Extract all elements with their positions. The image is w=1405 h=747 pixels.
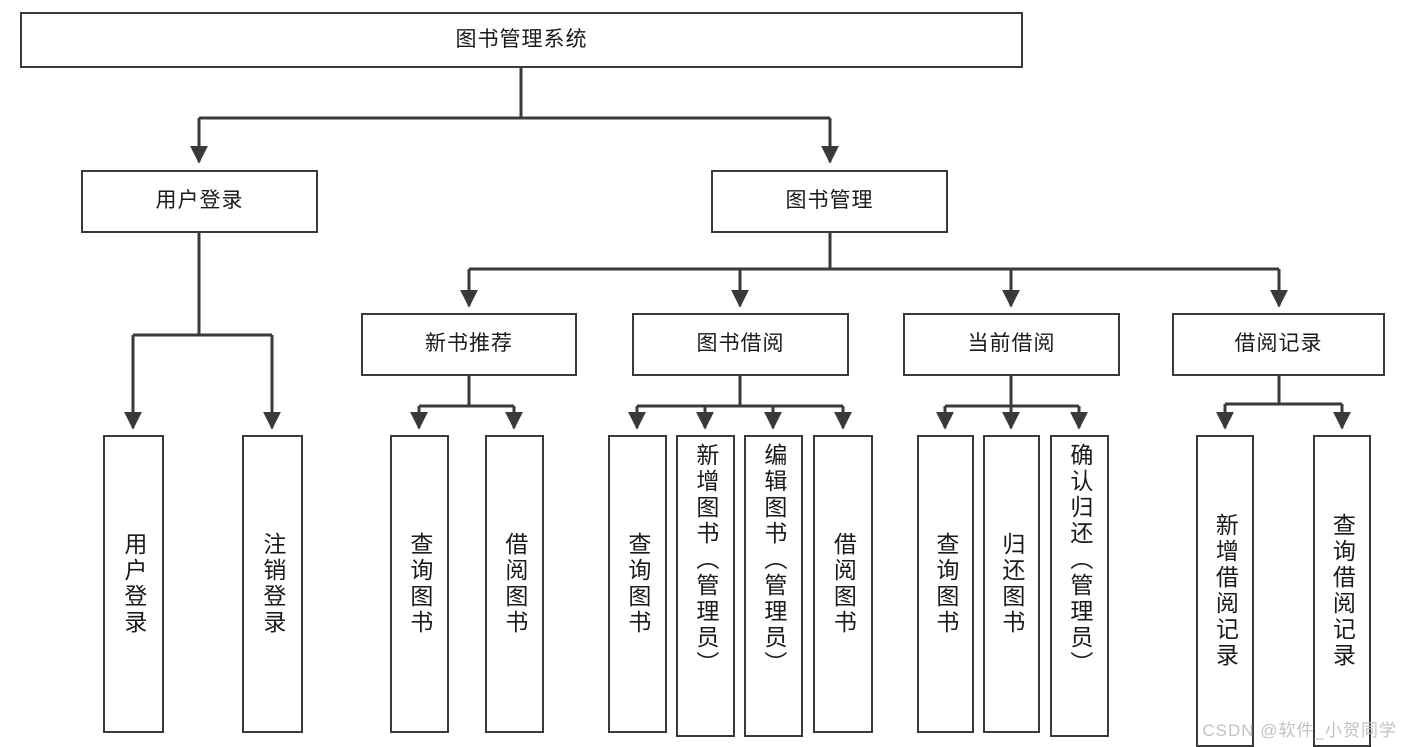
leaf-borrow-query-book[interactable]: 查询图书 — [608, 435, 667, 733]
node-user-login[interactable]: 用户登录 — [81, 170, 318, 233]
node-label: 用户登录 — [120, 532, 147, 636]
node-label: 用户登录 — [155, 189, 244, 213]
node-label: 注销登录 — [259, 532, 286, 636]
leaf-record-query-record[interactable]: 查询借阅记录 — [1313, 435, 1371, 747]
node-label: 借阅图书 — [501, 532, 528, 636]
node-new-book-recommend[interactable]: 新书推荐 — [361, 313, 577, 376]
leaf-borrow-borrow-book[interactable]: 借阅图书 — [813, 435, 873, 733]
node-label: 查询图书 — [624, 532, 651, 636]
node-label: 新增借阅记录 — [1212, 513, 1239, 669]
leaf-record-add-record[interactable]: 新增借阅记录 — [1196, 435, 1254, 747]
leaf-current-return-book[interactable]: 归还图书 — [983, 435, 1040, 733]
node-label: 确认归还（管理员） — [1066, 443, 1093, 677]
leaf-user-login-login[interactable]: 用户登录 — [103, 435, 164, 733]
node-book-management[interactable]: 图书管理 — [711, 170, 948, 233]
node-book-borrow[interactable]: 图书借阅 — [632, 313, 849, 376]
leaf-user-login-logout[interactable]: 注销登录 — [242, 435, 303, 733]
node-label: 新书推荐 — [425, 332, 513, 356]
node-label: 编辑图书（管理员） — [760, 443, 787, 677]
node-label: 借阅记录 — [1234, 332, 1323, 356]
leaf-borrow-edit-book-admin[interactable]: 编辑图书（管理员） — [744, 435, 803, 737]
node-borrow-record[interactable]: 借阅记录 — [1172, 313, 1385, 376]
node-label: 当前借阅 — [967, 332, 1056, 356]
node-label: 图书管理 — [785, 189, 874, 213]
node-label: 查询图书 — [406, 532, 433, 636]
node-root-system[interactable]: 图书管理系统 — [20, 12, 1023, 68]
node-label: 借阅图书 — [830, 532, 857, 636]
node-label: 图书借阅 — [696, 332, 785, 356]
leaf-borrow-add-book-admin[interactable]: 新增图书（管理员） — [676, 435, 735, 737]
node-label: 归还图书 — [998, 532, 1025, 636]
node-label: 查询借阅记录 — [1329, 513, 1356, 669]
node-label: 新增图书（管理员） — [692, 443, 719, 677]
leaf-recommend-borrow-book[interactable]: 借阅图书 — [485, 435, 544, 733]
node-label: 查询图书 — [932, 532, 959, 636]
csdn-watermark: CSDN @软件_小贺同学 — [1202, 721, 1397, 740]
node-current-borrow[interactable]: 当前借阅 — [903, 313, 1120, 376]
leaf-current-confirm-return-admin[interactable]: 确认归还（管理员） — [1050, 435, 1109, 737]
leaf-current-query-book[interactable]: 查询图书 — [917, 435, 974, 733]
leaf-recommend-query-book[interactable]: 查询图书 — [390, 435, 449, 733]
node-label: 图书管理系统 — [455, 27, 588, 51]
